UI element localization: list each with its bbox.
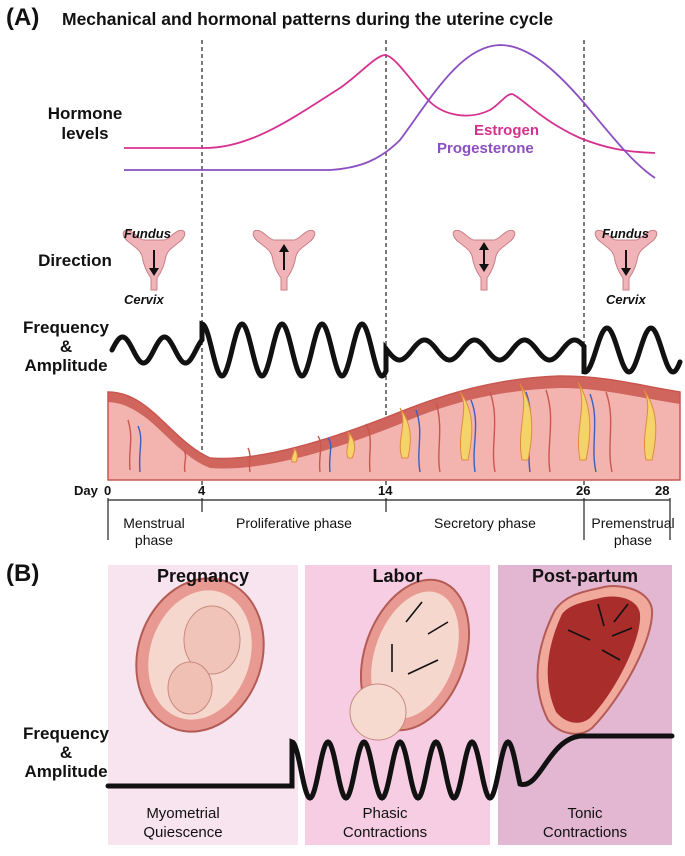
frequency-word: Frequency <box>23 318 109 337</box>
day-label: Day <box>74 483 98 498</box>
day-axis <box>107 498 671 540</box>
labor-uterus-illustration <box>349 578 471 741</box>
fundus-label-1: Fundus <box>124 226 171 241</box>
menstrual-phase-label: Menstrual phase <box>106 515 202 549</box>
labor-header: Labor <box>372 566 423 586</box>
uterus-icon-4 <box>594 229 658 291</box>
phasic-line-2: Contractions <box>342 824 428 841</box>
ampersand-b: & <box>59 743 73 762</box>
pregnancy-uterus-illustration <box>135 577 265 733</box>
secretory-phase-label: Secretory phase <box>434 515 536 531</box>
day-tick-28: 28 <box>655 483 670 498</box>
frequency-amplitude-label-b: Frequency & Amplitude <box>6 724 126 781</box>
frequency-amplitude-label-a: Frequency & Amplitude <box>6 318 126 375</box>
phasic-contractions-label: Phasic Contractions <box>330 804 440 842</box>
progesterone-label: Progesterone <box>437 140 534 157</box>
premenstrual-line-1: Premenstrual <box>591 515 675 531</box>
estrogen-curve <box>124 54 656 154</box>
menstrual-line-2: phase <box>134 532 174 548</box>
estrogen-label: Estrogen <box>474 122 540 139</box>
tonic-line-2: Contractions <box>542 824 628 841</box>
panel-b-label: (B) <box>6 560 40 587</box>
day-tick-0: 0 <box>104 483 112 498</box>
postpartum-uterus-illustration <box>536 585 654 735</box>
frequency-word-b: Frequency <box>23 724 109 743</box>
uterine-cycle-wave <box>109 320 683 379</box>
premenstrual-phase-label: Premenstrual phase <box>584 515 682 549</box>
progesterone-curve <box>124 44 656 179</box>
postpartum-header: Post-partum <box>531 566 638 586</box>
cervix-label-1: Cervix <box>124 292 164 307</box>
day-tick-4: 4 <box>198 483 206 498</box>
uterus-icon-2 <box>252 229 316 291</box>
amplitude-word-b: Amplitude <box>24 762 108 781</box>
amplitude-word: Amplitude <box>24 356 108 375</box>
pregnancy-header: Pregnancy <box>156 566 250 586</box>
quiescence-line-1: Myometrial <box>146 805 220 822</box>
fundus-label-2: Fundus <box>602 226 649 241</box>
panel-a-title: Mechanical and hormonal patterns during … <box>62 9 554 29</box>
proliferative-phase-label: Proliferative phase <box>236 515 352 531</box>
menstrual-line-1: Menstrual <box>123 515 185 531</box>
quiescence-line-2: Quiescence <box>143 824 223 841</box>
myometrial-quiescence-label: Myometrial Quiescence <box>108 804 258 842</box>
phasic-line-1: Phasic <box>362 805 408 822</box>
direction-label: Direction <box>38 251 112 270</box>
premenstrual-line-2: phase <box>613 532 653 548</box>
day-tick-26: 26 <box>576 483 591 498</box>
ampersand: & <box>59 337 73 356</box>
day-tick-14: 14 <box>378 483 393 498</box>
hormone-levels-label: Hormone levels <box>47 104 123 143</box>
cervix-label-2: Cervix <box>606 292 646 307</box>
tonic-contractions-label: Tonic Contractions <box>520 804 650 842</box>
panel-a-label: (A) <box>6 4 40 31</box>
uterus-icon-1 <box>122 229 186 291</box>
tonic-line-1: Tonic <box>567 805 603 822</box>
uterus-icon-3 <box>452 229 516 291</box>
endometrium-illustration <box>107 375 681 481</box>
pregnancy-wave <box>105 733 675 801</box>
